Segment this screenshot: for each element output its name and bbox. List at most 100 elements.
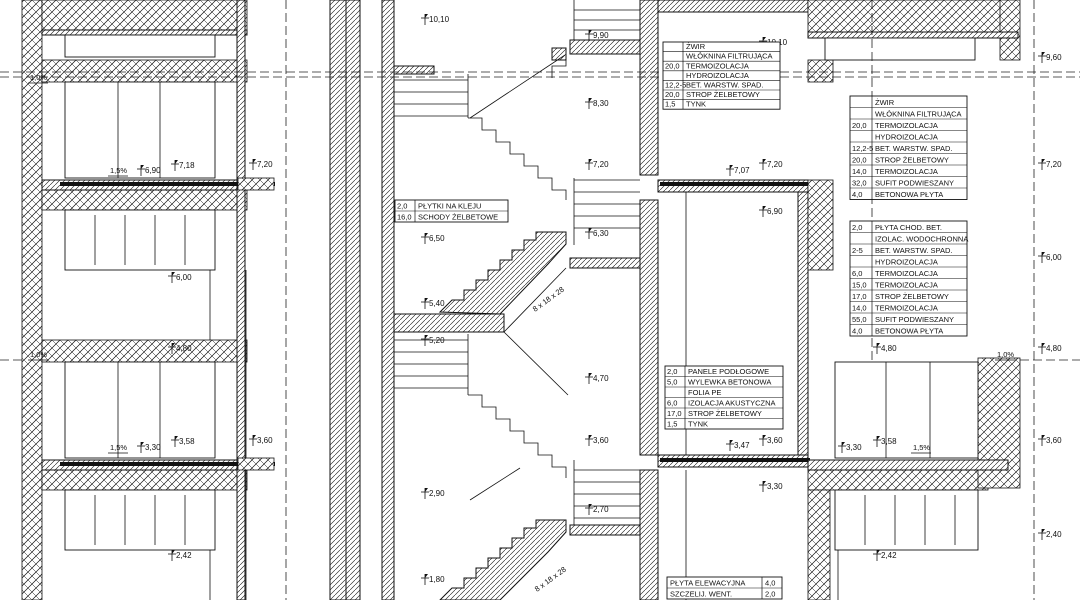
elevation-marker: 9,60 xyxy=(1038,52,1062,63)
slope-value: 1,5% xyxy=(110,443,127,452)
elevation-value: 6,30 xyxy=(593,229,609,238)
elevation-marker: 3,60 xyxy=(249,435,273,446)
elevation-marker: 8,30 xyxy=(585,98,609,109)
layer-material: PŁYTKI NA KLEJU xyxy=(418,202,481,211)
layer-material: STROP ŻELBETOWY xyxy=(875,292,949,301)
elevation-marker: 3,30 xyxy=(838,442,862,453)
elevation-marker: 6,00 xyxy=(1038,252,1062,263)
layer-thickness: 20,0 xyxy=(852,121,867,130)
elevation-value: 5,40 xyxy=(429,299,445,308)
layer-thickness: 2,0 xyxy=(397,202,407,211)
elevation-value: 1,80 xyxy=(429,575,445,584)
layer-material: BETONOWA PŁYTA xyxy=(875,327,943,336)
elevation-value: 4,80 xyxy=(176,344,192,353)
stair-flight-profiles xyxy=(438,47,569,600)
elevation-value: 3,60 xyxy=(767,436,783,445)
layer-material: TERMOIZOLACJA xyxy=(875,121,938,130)
elevation-marker: 7,20 xyxy=(585,159,609,170)
slope-marker: 1,5% xyxy=(108,166,128,177)
elevation-marker: 6,90 xyxy=(759,206,783,217)
slope-value: 1,5% xyxy=(110,166,127,175)
layer-material: PŁYTA CHOD. BET. xyxy=(875,223,942,232)
layer-material: HYDROIZOLACJA xyxy=(875,258,938,267)
elevation-value: 4,80 xyxy=(1046,344,1062,353)
elevation-value: 3,60 xyxy=(257,436,273,445)
stair-core xyxy=(285,0,659,600)
layer-material: BET. WARSTW. SPAD. xyxy=(875,246,953,255)
elevation-marker: 5,20 xyxy=(421,335,445,346)
layer-thickness: 4,0 xyxy=(852,190,862,199)
layer-material: STROP ŻELBETOWY xyxy=(688,409,762,418)
elevation-value: 5,20 xyxy=(429,336,445,345)
layer-material: WYLEWKA BETONOWA xyxy=(688,378,771,387)
slope-value: 1,0% xyxy=(997,350,1014,359)
elevation-marker: 3,60 xyxy=(759,435,783,446)
elevation-value: 2,40 xyxy=(1046,530,1062,539)
layer-material: TERMOIZOLACJA xyxy=(875,167,938,176)
layer-thickness: 2,0 xyxy=(667,367,677,376)
elevation-marker: 2,42 xyxy=(873,550,897,561)
elevation-marker: 5,40 xyxy=(421,298,445,309)
elevation-value: 10,10 xyxy=(429,15,450,24)
layer-thickness: 32,0 xyxy=(852,179,867,188)
slope-value: 1,0% xyxy=(30,350,47,359)
elevation-value: 8,30 xyxy=(593,99,609,108)
slope-marker: 1,5% xyxy=(911,443,931,454)
elevation-marker: 4,80 xyxy=(873,343,897,354)
layer-material: TERMOIZOLACJA xyxy=(875,281,938,290)
elevation-marker: 7,20 xyxy=(759,159,783,170)
stair-treads-top xyxy=(394,0,640,525)
elevation-marker: 2,90 xyxy=(421,488,445,499)
layer-material: ŻWIR xyxy=(686,42,706,51)
left-wing xyxy=(21,0,275,600)
elevation-value: 3,30 xyxy=(767,482,783,491)
layer-material: HYDROIZOLACJA xyxy=(686,71,749,80)
elevation-marker: 1,80 xyxy=(421,574,445,585)
elevation-value: 4,70 xyxy=(593,374,609,383)
elevation-value: 4,80 xyxy=(881,344,897,353)
elevation-marker: 7,20 xyxy=(1038,159,1062,170)
layer-material: TYNK xyxy=(686,100,706,109)
layer-thickness: 6,0 xyxy=(667,399,677,408)
layer-material: STROP ŻELBETOWY xyxy=(686,90,760,99)
layer-thickness: 17,0 xyxy=(852,292,867,301)
layer-material: BET. WARSTW. SPAD. xyxy=(686,81,764,90)
layer-thickness: 55,0 xyxy=(852,315,867,324)
elevation-marker: 2,40 xyxy=(1038,529,1062,540)
elevation-marker: 3,60 xyxy=(585,435,609,446)
elevation-marker: 7,18 xyxy=(171,160,195,171)
elevation-marker: 3,30 xyxy=(759,481,783,492)
elevation-marker: 4,80 xyxy=(168,343,192,354)
elevation-value: 7,20 xyxy=(1046,160,1062,169)
elevation-value: 7,20 xyxy=(257,160,273,169)
elevation-marker: 2,42 xyxy=(168,550,192,561)
layer-thickness: 20,0 xyxy=(665,61,680,70)
elevation-value: 3,58 xyxy=(179,437,195,446)
layer-thickness: 20,0 xyxy=(665,90,680,99)
layer-material: BET. WARSTW. SPAD. xyxy=(875,144,953,153)
layer-material: PŁYTA ELEWACYJNA xyxy=(670,579,745,588)
slope-markers: 1,0%1,5%1,0%1,5%1,0%1,5% xyxy=(28,73,1015,454)
elevation-value: 7,07 xyxy=(734,166,750,175)
elevation-marker: 7,07 xyxy=(726,165,750,176)
layer-thickness: 20,0 xyxy=(852,156,867,165)
elevation-value: 3,30 xyxy=(846,443,862,452)
layer-thickness: 12,2-5 xyxy=(665,81,686,90)
elevation-value: 6,00 xyxy=(1046,253,1062,262)
layer-thickness: 6,0 xyxy=(852,269,862,278)
elevation-marker: 3,47 xyxy=(726,440,750,451)
layer-thickness: 17,0 xyxy=(667,409,682,418)
elevation-value: 2,90 xyxy=(429,489,445,498)
layer-material: TERMOIZOLACJA xyxy=(875,304,938,313)
layer-thickness: 1,5 xyxy=(667,420,677,429)
elevation-marker: 3,60 xyxy=(1038,435,1062,446)
elevation-marker: 10,10 xyxy=(421,14,450,25)
layer-thickness: 2-5 xyxy=(852,246,863,255)
elevation-marker: 7,20 xyxy=(249,159,273,170)
elevation-value: 2,42 xyxy=(176,551,192,560)
layer-thickness: 15,0 xyxy=(852,281,867,290)
layer-material: TERMOIZOLACJA xyxy=(875,269,938,278)
